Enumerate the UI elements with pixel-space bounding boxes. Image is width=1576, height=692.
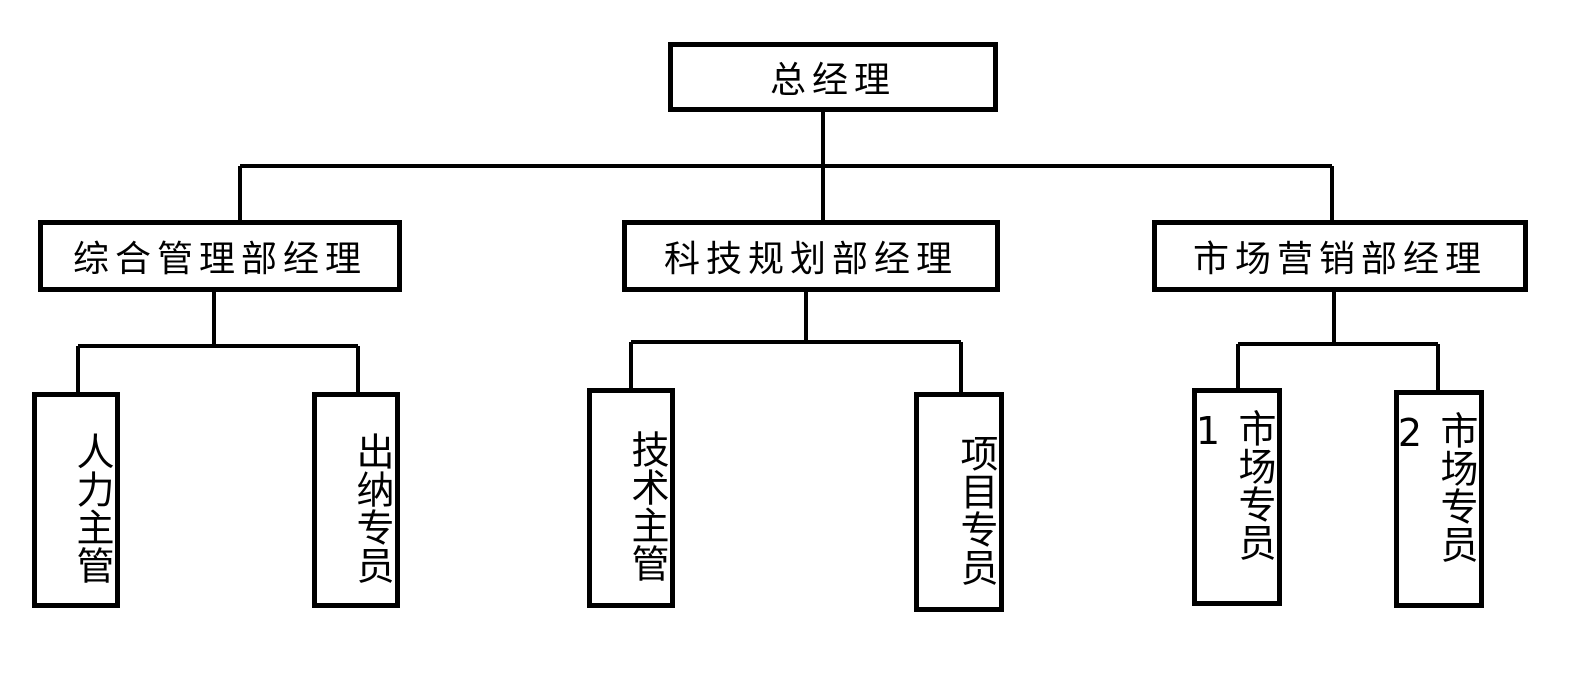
node-label: 总经理: [769, 60, 896, 101]
node-label: 综合管理部经理: [72, 239, 367, 280]
node-label: 出纳专员: [350, 432, 394, 584]
node-label: 科技规划部经理: [663, 239, 958, 280]
node-dept-general-admin: 综合管理部经理: [38, 220, 402, 292]
node-staff-marketing-specialist-1: 市场专员1: [1186, 388, 1282, 606]
node-staff-marketing-specialist-2: 市场专员2: [1388, 390, 1484, 608]
node-dept-tech-planning: 科技规划部经理: [622, 220, 1000, 292]
node-label: 市场专员1: [1186, 409, 1276, 561]
node-label: 人力主管: [70, 432, 114, 584]
node-staff-project-specialist: 项目专员: [914, 392, 1004, 612]
node-dept-marketing: 市场营销部经理: [1152, 220, 1528, 292]
node-label: 技术主管: [625, 430, 669, 582]
node-staff-cashier: 出纳专员: [312, 392, 400, 608]
node-label: 市场营销部经理: [1192, 239, 1487, 280]
node-staff-tech-supervisor: 技术主管: [587, 388, 675, 608]
node-general-manager: 总经理: [668, 42, 998, 112]
node-label: 项目专员: [954, 434, 998, 586]
node-staff-hr-supervisor: 人力主管: [32, 392, 120, 608]
node-label: 市场专员2: [1388, 411, 1478, 563]
